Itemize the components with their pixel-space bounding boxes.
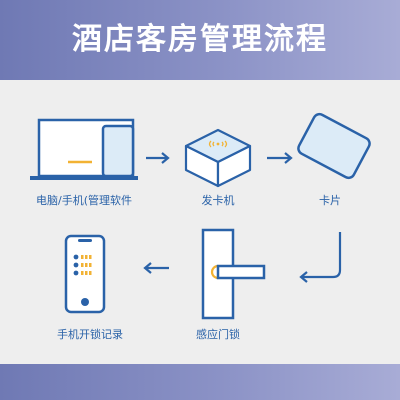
header-band <box>0 0 400 80</box>
footer-band <box>0 364 400 400</box>
step-label-computer-phone: 电脑/手机(管理软件 <box>36 194 132 207</box>
page-title: 酒店客房管理流程 <box>72 22 328 57</box>
step-label-phone-records: 手机开锁记录 <box>57 328 123 341</box>
step-label-door-lock: 感应门锁 <box>196 328 240 341</box>
card-icon <box>297 112 371 180</box>
arrow-return-icon <box>299 232 342 283</box>
card-issuer-icon <box>184 128 252 188</box>
phone-records-icon <box>64 234 106 314</box>
arrow-right-icon <box>267 152 293 164</box>
arrow-right-icon <box>146 152 170 164</box>
computer-phone-icon <box>30 118 138 180</box>
arrow-left-icon <box>143 262 169 274</box>
step-label-card: 卡片 <box>319 194 341 207</box>
step-label-card-issuer: 发卡机 <box>201 194 235 207</box>
door-lock-icon <box>201 228 266 320</box>
